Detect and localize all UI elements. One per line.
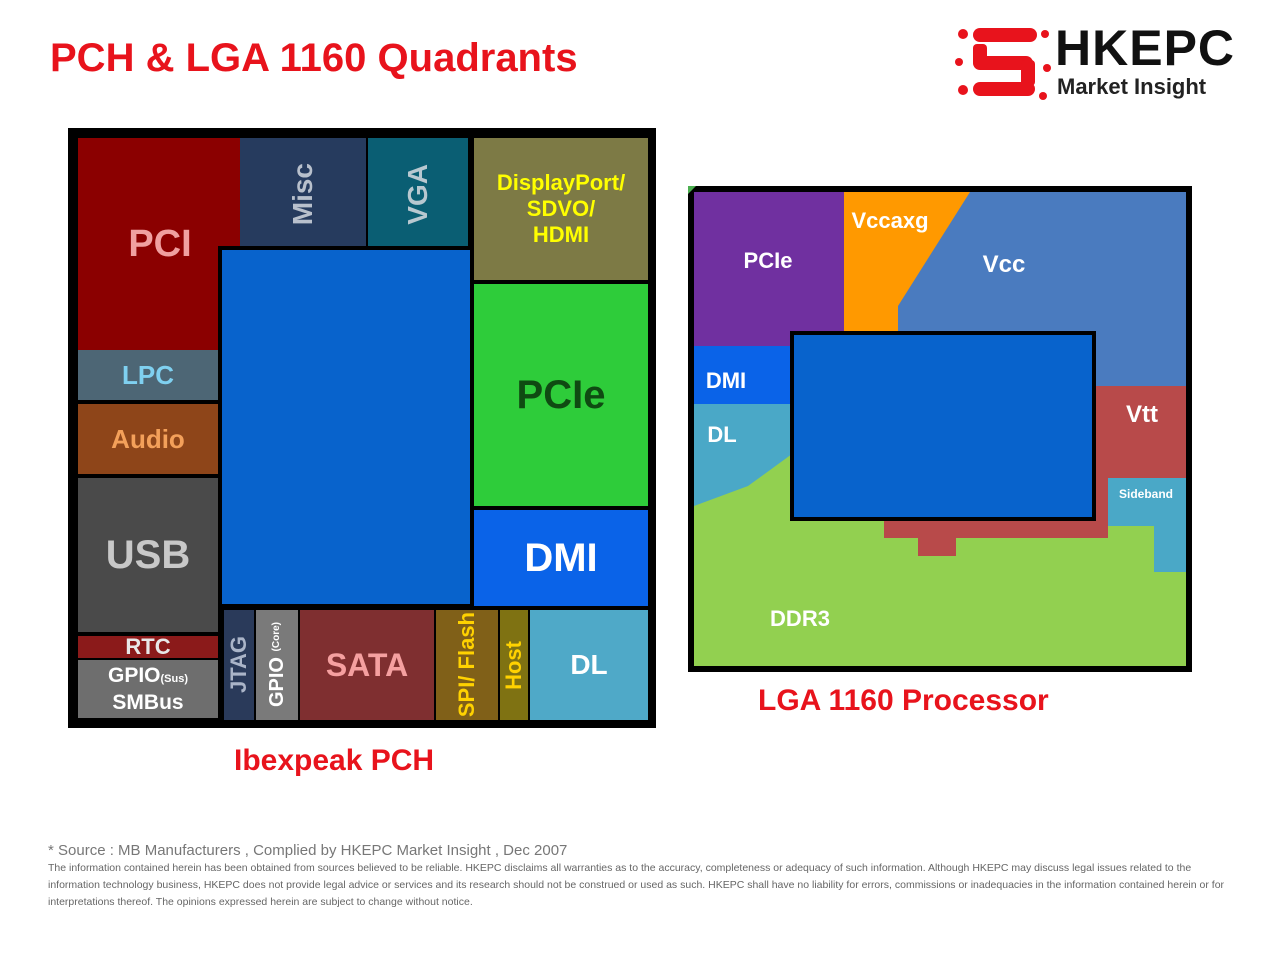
logo-name: HKEPC [1055, 20, 1236, 76]
pch-display-block: DisplayPort/ SDVO/ HDMI [474, 138, 648, 280]
pch-rtc-label: RTC [125, 634, 171, 659]
pch-dmi-block: DMI [474, 510, 648, 606]
pch-gpio-sus-label: GPIO [107, 663, 161, 687]
pch-dl-block: DL [530, 610, 648, 720]
cpu-ddr3-label: DDR3 [770, 606, 830, 631]
cpu-dl-block [694, 404, 792, 506]
pch-usb-block: USB [78, 478, 218, 632]
hkepc-logo: HKEPC Market Insight [955, 18, 1275, 108]
cpu-vcc-label: Vcc [983, 251, 1026, 278]
pch-dl-label: DL [570, 649, 608, 680]
pch-misc-label: Misc [287, 162, 318, 226]
disclaimer-text: The information contained herein has bee… [48, 862, 1225, 908]
pch-dmi-label: DMI [524, 535, 598, 580]
logo-tagline: Market Insight [1057, 74, 1207, 99]
pch-gpio-core-wrap: GPIO (Core) [266, 622, 289, 707]
pch-jtag-block: JTAG [224, 610, 254, 720]
pch-pcie-block: PCIe [474, 284, 648, 506]
source-note: * Source : MB Manufacturers , Complied b… [48, 842, 568, 859]
pch-pcie-label: PCIe [516, 372, 606, 417]
cpu-core-block [790, 331, 1096, 521]
pch-caption: Ibexpeak PCH [234, 744, 435, 777]
pch-gpio-core-label: GPIO [265, 657, 288, 708]
cpu-diagram: PCIe Vccaxg Vcc DMI DL Vtt Sideband DDR3 [688, 186, 1192, 672]
pch-sata-block: SATA [300, 610, 434, 720]
cpu-vtt-label: Vtt [1126, 401, 1158, 428]
pch-vga-label: VGA [402, 163, 433, 225]
pch-spi-flash-label: SPI/ Flash [454, 612, 479, 718]
cpu-pcie-block [694, 192, 844, 346]
pch-jtag-label: JTAG [226, 636, 251, 694]
cpu-pcie-label: PCIe [744, 248, 793, 273]
cpu-sideband-label: Sideband [1119, 487, 1173, 501]
pch-smbus-label: SMBus [112, 690, 184, 714]
page-title: PCH & LGA 1160 Quadrants [50, 36, 578, 80]
pch-gpio-sus-block: GPIO(Sus) SMBus [78, 660, 218, 718]
pch-gpio-core-sub: (Core) [270, 622, 282, 652]
cpu-vccaxg-label: Vccaxg [851, 208, 928, 233]
pch-vga-block: VGA [368, 138, 468, 250]
cpu-dl-label: DL [707, 422, 736, 447]
pch-usb-label: USB [105, 532, 191, 577]
pch-display-label-1: DisplayPort/ [496, 170, 626, 195]
pch-audio-block: Audio [78, 404, 218, 474]
cpu-dmi-block [694, 346, 792, 404]
pch-gpio-sus-row: GPIO(Sus) [108, 664, 188, 691]
pch-sata-label: SATA [325, 646, 409, 683]
pch-host-label: Host [501, 640, 526, 690]
pch-display-label-2: SDVO/ [526, 196, 596, 221]
pch-audio-label: Audio [111, 423, 185, 454]
pch-pci-label: PCI [128, 222, 192, 265]
cpu-vccaxg-block [844, 192, 970, 331]
cpu-sideband-block [1108, 478, 1186, 572]
hkepc-logo-icon [955, 28, 1051, 100]
pch-pci-block: PCI [78, 138, 242, 350]
pch-spi-flash-block: SPI/ Flash [436, 610, 498, 720]
footnote: * Source : MB Manufacturers , Complied b… [48, 842, 1238, 911]
pch-lpc-label: LPC [122, 359, 174, 390]
pch-gpio-sus-sub: (Sus) [160, 672, 189, 685]
cpu-pin1-marker [688, 186, 696, 194]
pch-rtc-block: RTC [78, 634, 218, 659]
pch-diagram: PCI Misc VGA DisplayPort/ SDVO/ HDMI LPC… [68, 128, 656, 728]
pch-misc-block: Misc [240, 138, 366, 250]
cpu-caption: LGA 1160 Processor [758, 684, 1049, 717]
pch-lpc-block: LPC [78, 350, 218, 400]
pch-core-block [218, 246, 474, 608]
cpu-dmi-label: DMI [706, 368, 746, 393]
pch-host-block: Host [500, 610, 528, 720]
pch-display-label-3: HDMI [532, 222, 590, 247]
pch-gpio-core-block: GPIO (Core) [256, 610, 298, 720]
